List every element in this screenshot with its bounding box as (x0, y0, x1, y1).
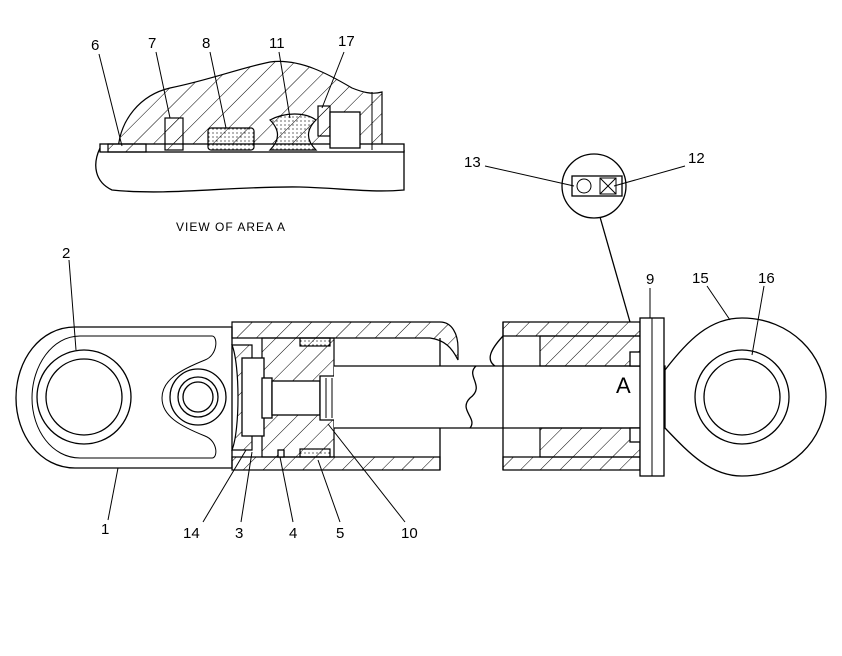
detail-seal-11 (268, 113, 318, 151)
rod-barrel-break (489, 335, 504, 367)
barrel-top-wall (231, 321, 459, 361)
cylinder-assembly (15, 317, 827, 477)
rod-barrel-top (502, 321, 641, 337)
callout-5: 5 (336, 525, 344, 542)
gland-top (539, 335, 641, 367)
detail-item-6-block (107, 143, 147, 153)
detail-outline (95, 147, 405, 193)
callout-13: 13 (464, 154, 481, 171)
leader-lines (68, 51, 765, 523)
callout-17: 17 (338, 33, 355, 50)
rod-break (465, 365, 477, 429)
callout-10: 10 (401, 525, 418, 542)
gland-bottom (539, 427, 641, 458)
callout-11: 11 (269, 35, 285, 52)
detail-ring-17 (317, 105, 331, 137)
piston-ring-5b (299, 448, 331, 458)
area-a-marker: A (616, 373, 631, 398)
callout-12: 12 (688, 150, 705, 167)
nut-3 (241, 357, 265, 437)
detail-seal-8 (207, 127, 255, 151)
callout-9: 9 (646, 271, 654, 288)
head-eye-bore-inner (45, 358, 123, 436)
callout-7: 7 (148, 35, 156, 52)
bolt-10 (271, 380, 321, 416)
barrel-bottom-wall (231, 456, 441, 471)
rod-barrel-bottom (502, 456, 641, 471)
detail-seal-7 (164, 117, 184, 151)
callout-3: 3 (235, 525, 243, 542)
detail-caption: VIEW OF AREA A (176, 220, 286, 234)
callout-4: 4 (289, 525, 297, 542)
pin-hole-inner (182, 381, 214, 413)
callout-14: 14 (183, 525, 200, 542)
callout-8: 8 (202, 35, 210, 52)
detail-view-area-a (95, 60, 405, 193)
head-eye-inner-outline (31, 335, 217, 459)
detail-break-line (117, 60, 383, 151)
callout-1: 1 (101, 521, 109, 538)
callout-6: 6 (91, 37, 99, 54)
magnified-seal-detail (561, 153, 631, 323)
detail-gland (329, 111, 361, 149)
callout-2: 2 (62, 245, 70, 262)
rod-eye-bore-inner (703, 358, 781, 436)
callout-labels: 1 2 3 4 5 6 7 8 9 10 11 12 13 14 15 16 1… (62, 33, 775, 542)
piston-ring-5 (299, 337, 331, 347)
callout-16: 16 (758, 270, 775, 287)
nut-washer (261, 377, 273, 419)
callout-15: 15 (692, 270, 709, 287)
piston-seal-4 (277, 449, 285, 458)
